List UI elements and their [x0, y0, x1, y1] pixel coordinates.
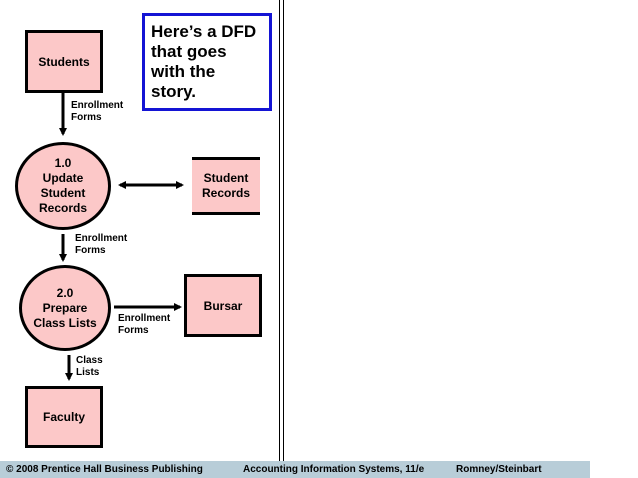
data-store-label-line: Records	[201, 186, 251, 200]
entity-students: Students	[25, 30, 103, 93]
process-update-student-records: 1.0 Update Student Records	[15, 142, 111, 230]
callout-line: that goes	[151, 42, 227, 61]
footer-bar: © 2008 Prentice Hall Business Publishing…	[0, 461, 590, 478]
process-label-line: Class Lists	[33, 315, 97, 330]
divider-line-right	[283, 0, 284, 461]
flow-label-line: Enrollment	[75, 233, 128, 244]
process-label-line: Records	[38, 201, 88, 215]
flow-label-students-update: Enrollment Forms	[71, 100, 123, 124]
flow-label-line: Forms	[75, 245, 106, 256]
footer-book-title: Accounting Information Systems, 11/e	[243, 464, 425, 475]
flow-label-update-prepare: Enrollment Forms	[75, 233, 127, 257]
process-number: 1.0	[54, 156, 72, 170]
divider-line-left	[279, 0, 280, 461]
process-number: 2.0	[56, 285, 74, 300]
callout-line: Here’s a DFD	[151, 22, 257, 41]
flow-label-line: Enrollment	[118, 313, 171, 324]
process-label-line: Student	[40, 186, 86, 200]
callout-line: with the	[151, 62, 216, 81]
flow-label-prepare-bursar: Enrollment Forms	[118, 313, 170, 337]
flow-label-line: Enrollment	[71, 100, 124, 111]
footer-authors: Romney/Steinbart	[456, 464, 542, 475]
entity-faculty-label: Faculty	[42, 410, 85, 424]
data-store-student-records: Student Records	[192, 157, 260, 215]
entity-bursar-label: Bursar	[203, 299, 243, 313]
footer-copyright: © 2008 Prentice Hall Business Publishing	[6, 464, 203, 475]
callout-line: story.	[151, 82, 197, 101]
flow-arrows	[59, 93, 184, 381]
flow-label-line: Forms	[118, 325, 149, 336]
callout-box: Here’s a DFD that goes with the story.	[142, 13, 272, 111]
entity-students-label: Students	[38, 54, 90, 69]
flow-label-prepare-faculty: Class Lists	[76, 355, 103, 379]
entity-faculty: Faculty	[25, 386, 103, 448]
process-label-line: Prepare	[42, 300, 88, 315]
process-prepare-class-lists: 2.0 Prepare Class Lists	[19, 265, 111, 351]
process-label-line: Update	[42, 171, 84, 185]
data-store-label-line: Student	[203, 171, 249, 185]
flow-label-line: Forms	[71, 112, 102, 123]
entity-bursar: Bursar	[184, 274, 262, 337]
flow-label-line: Class	[76, 355, 103, 366]
flow-label-line: Lists	[76, 367, 100, 378]
